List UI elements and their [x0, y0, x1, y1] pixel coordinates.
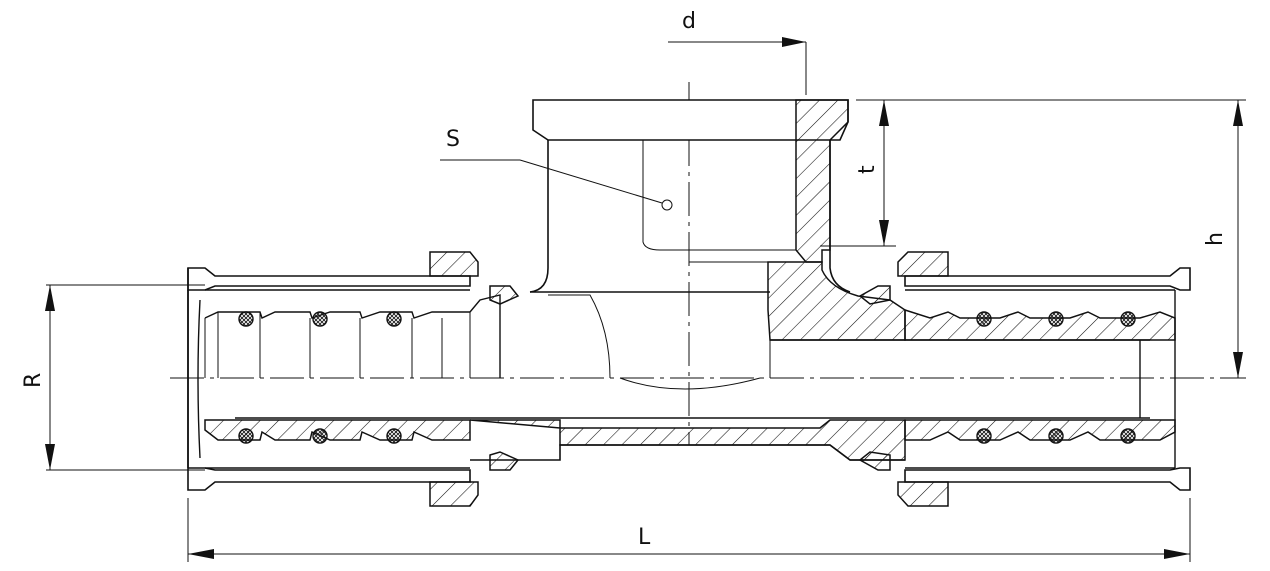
label-s: S: [446, 127, 460, 152]
o-ring-left-upper-3: [386, 311, 402, 327]
dimension-d: d: [668, 9, 807, 95]
leader-s: S: [440, 127, 663, 204]
o-ring-right-lower-2: [1048, 428, 1064, 444]
o-ring-right-lower-1: [976, 428, 992, 444]
right-insert-section-upper: [904, 308, 1176, 341]
dimension-h: h: [856, 99, 1246, 379]
o-ring-left-lower-1: [238, 428, 254, 444]
dimension-l: L: [187, 498, 1191, 562]
label-r: R: [21, 373, 46, 388]
label-t: t: [855, 165, 880, 174]
left-nut-upper: [429, 251, 479, 277]
left-connector: [187, 251, 520, 507]
s-marker-dot: [661, 199, 673, 211]
o-ring-left-upper-1: [238, 311, 254, 327]
dimension-r: R: [21, 284, 205, 471]
o-ring-left-lower-2: [312, 428, 328, 444]
o-ring-left-lower-3: [386, 428, 402, 444]
o-ring-right-upper-2: [1048, 311, 1064, 327]
main-body-section-lower: [469, 419, 906, 461]
dimension-t: t: [820, 99, 896, 247]
o-ring-right-lower-3: [1120, 428, 1136, 444]
label-d: d: [682, 9, 696, 34]
right-nut-upper: [897, 251, 949, 277]
right-nut-lower: [897, 481, 949, 507]
label-l: L: [638, 525, 651, 550]
o-ring-left-upper-2: [312, 311, 328, 327]
right-connector: [858, 251, 1191, 507]
branch-wall-section: [795, 99, 849, 263]
left-insert-section-lower: [204, 419, 471, 441]
branch-outlet: [529, 99, 851, 293]
o-ring-right-upper-1: [976, 311, 992, 327]
o-ring-right-upper-3: [1120, 311, 1136, 327]
label-h: h: [1203, 232, 1228, 246]
left-nut-lower: [429, 481, 479, 507]
